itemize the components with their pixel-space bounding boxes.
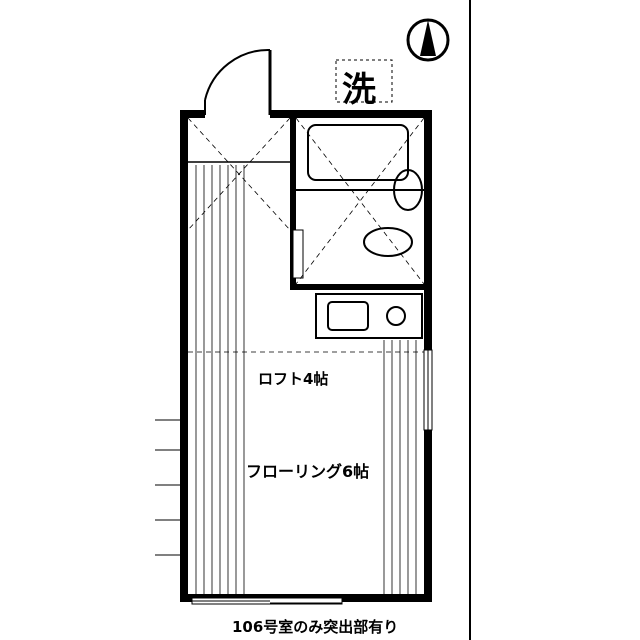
loft-label: ロフト4帖 (258, 370, 329, 388)
entrance-door (204, 48, 272, 115)
entry-area (187, 117, 424, 353)
projection-marks (155, 419, 180, 556)
laundry-space (335, 59, 393, 103)
flooring-label: フローリング6帖 (246, 462, 370, 481)
sliding-window (191, 597, 343, 605)
flooring-pattern (195, 165, 417, 594)
laundry-label: 洗 (342, 70, 376, 110)
note-label: 106号室のみ突出部有り (232, 618, 399, 636)
side-window (423, 349, 433, 431)
north-arrow-icon (406, 18, 450, 62)
kitchen (315, 293, 423, 339)
bathroom (290, 114, 425, 290)
